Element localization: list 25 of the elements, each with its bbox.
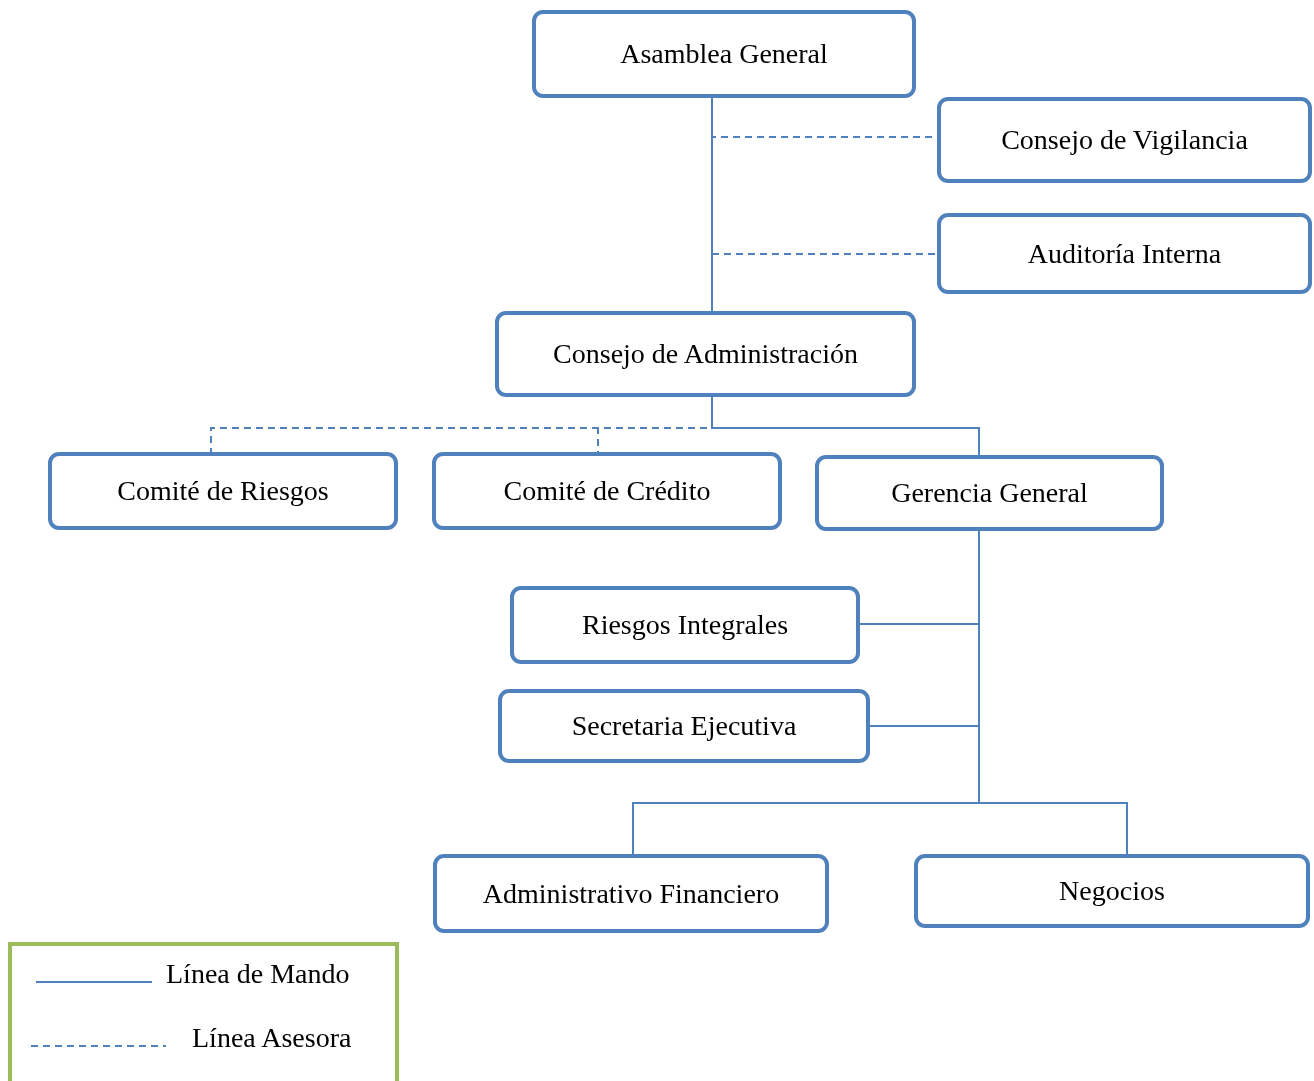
unit-name: Asamblea General (620, 38, 828, 70)
unit-name: Riesgos Integrales (581, 609, 789, 641)
org-box (937, 213, 1312, 294)
unit-name: Negocios (1059, 875, 1165, 907)
unit-name: Secretaria Ejecutiva (571, 710, 797, 742)
unit-name: Auditoría Interna (1027, 237, 1222, 270)
unit-name: Comité de Riesgos (117, 475, 329, 507)
legend-label: Línea Asesora (192, 1022, 352, 1054)
org-box (48, 452, 398, 530)
org-box (433, 854, 829, 933)
unit-name: Consejo de Administración (553, 338, 858, 370)
org-box (914, 854, 1310, 928)
org-box (510, 586, 860, 664)
unit-name: Comité de Crédito (503, 475, 711, 507)
unit-name: Consejo de Vigilancia (1001, 124, 1248, 156)
legend-label: Línea de Mando (166, 958, 350, 990)
org-box (432, 452, 782, 530)
org-box (532, 10, 916, 98)
org-box (498, 689, 870, 763)
command-line (711, 396, 980, 456)
unit-name: Administrativo Financiero (482, 877, 780, 910)
unit-name: Gerencia General (891, 477, 1088, 509)
org-box (815, 455, 1164, 531)
org-box (495, 311, 916, 397)
org-box (937, 97, 1312, 183)
